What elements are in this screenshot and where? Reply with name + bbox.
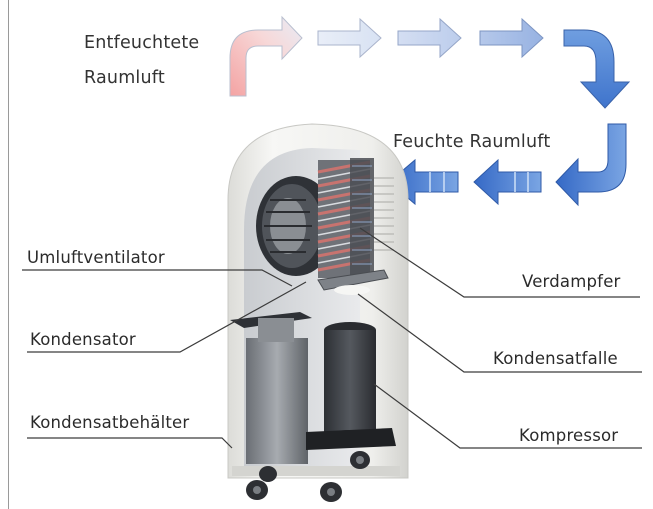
label-kondensatfalle: Kondensatfalle [493,349,618,368]
label-kondensatbehaelter: Kondensatbehälter [30,413,190,432]
label-raumluft: Raumluft [84,68,165,88]
label-feuchte-raumluft: Feuchte Raumluft [393,132,551,152]
wheel-icon [320,482,342,502]
evaporator-coil [317,158,374,280]
base [232,466,400,476]
leader-umluftventilator [22,269,293,287]
flow-arrow-icon [479,17,544,59]
label-kondensator: Kondensator [30,330,136,349]
label-verdampfer: Verdampfer [522,272,621,291]
wheel-icon [246,480,268,500]
condensate-tank [246,338,308,464]
flow-arrow-icon [229,15,303,97]
flow-arrow-icon [473,158,542,206]
wheel-icon [350,451,370,469]
condensate-trap [317,269,389,291]
flow-arrow-icon [563,29,631,109]
label-entfeuchtete: Entfeuchtete [84,33,200,53]
side-vents [374,177,394,251]
frame-line [8,0,9,509]
dehumidifier-unit [227,123,409,502]
leader-kondensator [27,281,307,353]
flow-arrow-icon [317,17,382,59]
leader-kondensatbehaelter [27,437,233,449]
leader-verdampfer [359,227,640,298]
leader-lines [22,227,642,449]
leader-kompressor [373,383,642,449]
compressor-unit [306,322,396,450]
flow-arrow-icon [555,123,627,207]
label-umluftventilator: Umluftventilator [27,248,165,267]
fan-icon [256,176,336,276]
flow-arrow-icon [397,17,462,59]
leader-kondensatfalle [357,293,642,373]
label-kompressor: Kompressor [519,426,619,445]
wheel-icon [259,466,277,482]
